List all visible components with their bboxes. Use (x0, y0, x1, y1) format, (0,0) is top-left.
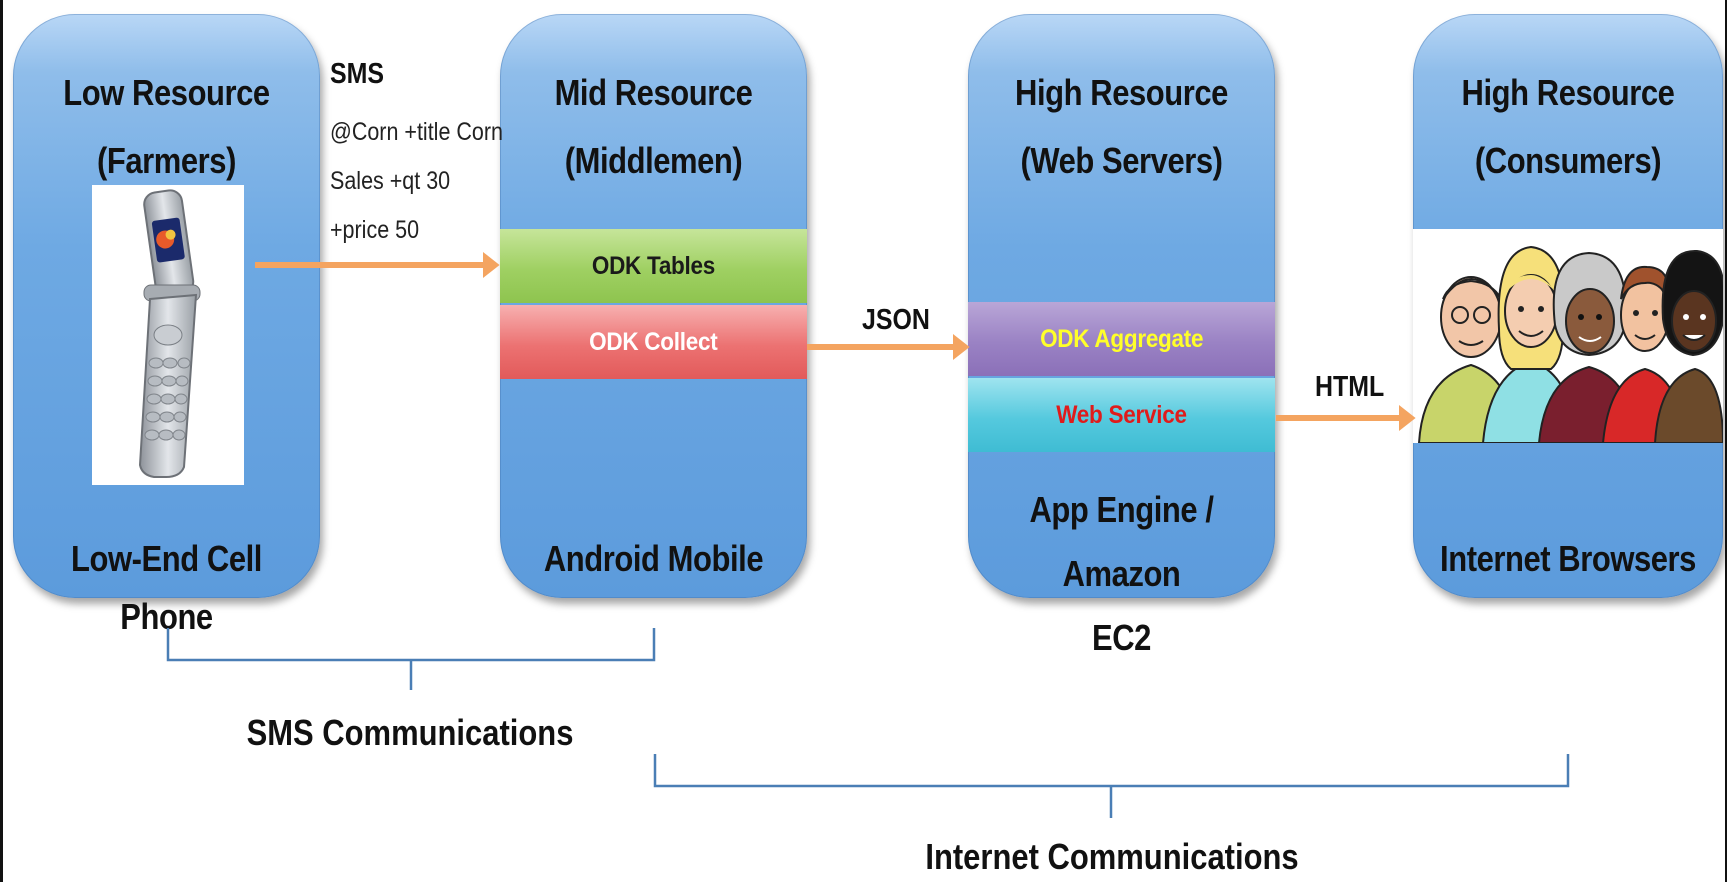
node-high-resource-consumers: High Resource (Consumers) (1413, 14, 1723, 598)
node-title: Low Resource (Farmers) (63, 72, 270, 181)
sms-line: +price 50 (330, 216, 420, 244)
web-service-band: Web Service (968, 378, 1275, 452)
internet-bracket (653, 754, 1570, 788)
node-footer: Low-End Cell Phone (71, 538, 262, 637)
odk-collect-band: ODK Collect (500, 305, 807, 379)
json-edge-label: JSON (862, 304, 930, 336)
internet-communications-label: Internet Communications (925, 836, 1299, 877)
html-arrow-head (1399, 404, 1416, 432)
left-edge-line (0, 0, 3, 882)
node-high-resource-web-servers: High Resource (Web Servers) ODK Aggregat… (968, 14, 1275, 658)
odk-aggregate-band: ODK Aggregate (968, 302, 1275, 376)
sms-message-text: @Corn +title Corn Sales +qt 30 +price 50 (330, 108, 503, 255)
json-arrow-head (953, 333, 970, 361)
node-low-resource-farmers: Low Resource (Farmers) (13, 14, 320, 637)
right-edge-line (1725, 0, 1727, 882)
node-footer: Android Mobile (543, 538, 764, 579)
sms-arrow-head (483, 251, 500, 279)
node-footer: Internet Browsers (1440, 538, 1696, 579)
node-title: Mid Resource (Middlemen) (554, 72, 753, 181)
sms-bracket (166, 628, 656, 662)
flip-phone-image (92, 185, 244, 485)
sms-line: Sales +qt 30 (330, 167, 451, 195)
node-mid-resource-middlemen: Mid Resource (Middlemen) ODK Tables ODK … (500, 14, 807, 598)
sms-edge-label: SMS (330, 58, 385, 90)
node-title: High Resource (Consumers) (1461, 72, 1675, 181)
node-title: High Resource (Web Servers) (1015, 72, 1228, 181)
consumers-group-image (1413, 229, 1723, 443)
node-footer: App Engine / Amazon EC2 (1029, 489, 1214, 658)
sms-line: @Corn +title Corn (330, 118, 503, 146)
html-edge-label: HTML (1315, 371, 1385, 403)
sms-communications-label: SMS Communications (246, 712, 574, 753)
odk-tables-band: ODK Tables (500, 229, 807, 303)
